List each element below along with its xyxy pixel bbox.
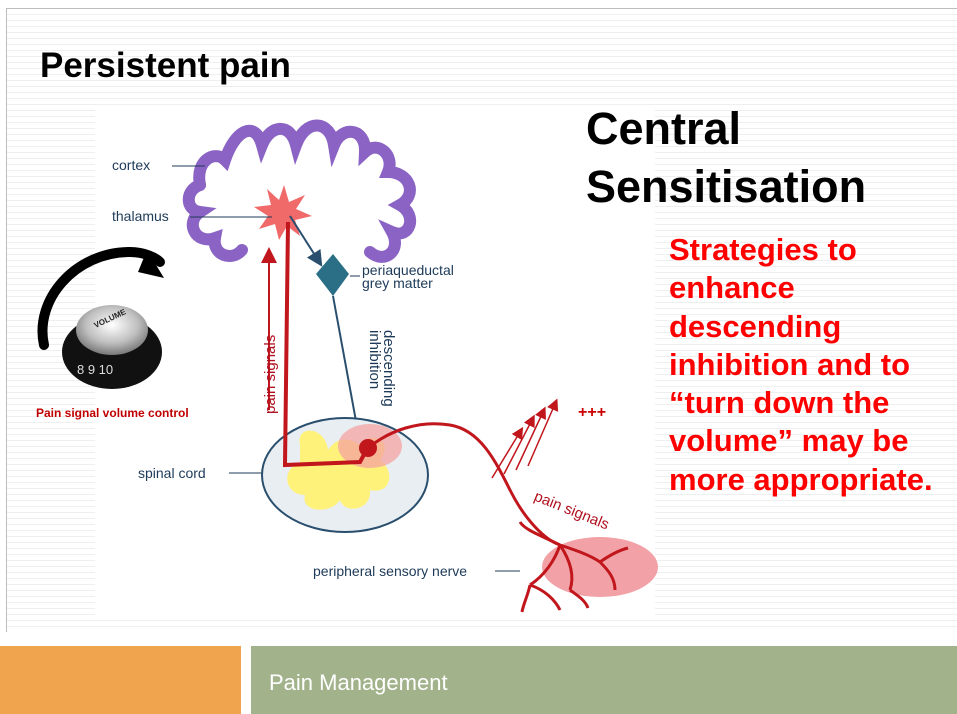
thalamus-star	[254, 185, 312, 240]
label-plus-signals: +++	[578, 404, 606, 422]
label-descending-inhibition: descending inhibition	[367, 330, 395, 407]
svg-text:8 9 10: 8 9 10	[77, 362, 113, 377]
cortex-outline	[199, 125, 410, 256]
cortex-left-lobe	[189, 185, 242, 256]
volume-dial-icon: VOLUME 8 9 10	[42, 250, 164, 389]
label-periaqueductal: periaqueductal grey matter	[362, 264, 454, 290]
label-pain-signals-ascending: pain signals	[262, 335, 279, 414]
label-cortex: cortex	[112, 157, 150, 173]
dial-caption: Pain signal volume control	[36, 406, 189, 420]
pag-diamond	[316, 254, 349, 296]
label-spinal-cord: spinal cord	[138, 465, 206, 481]
label-thalamus: thalamus	[112, 208, 169, 224]
label-peripheral-nerve: peripheral sensory nerve	[313, 563, 467, 579]
